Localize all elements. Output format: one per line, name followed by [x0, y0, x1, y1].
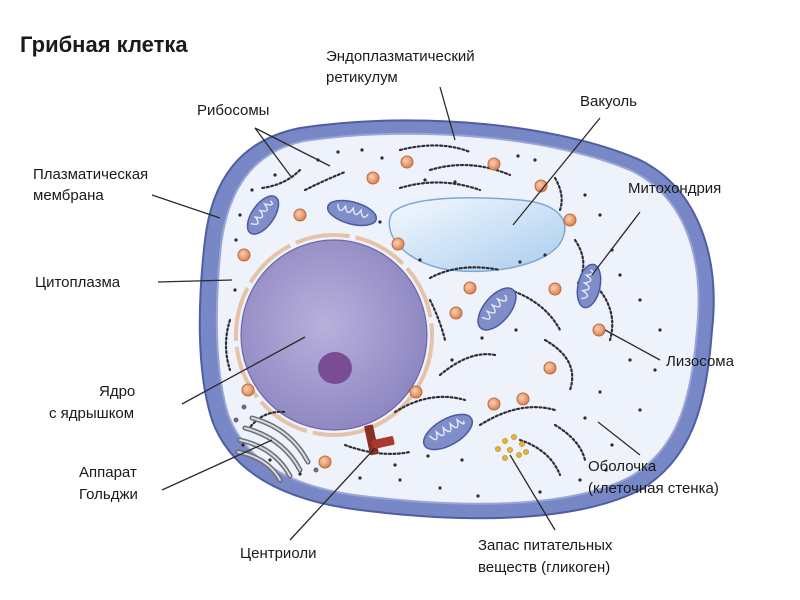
- lysosome: [549, 283, 561, 295]
- lysosome: [450, 307, 462, 319]
- lysosome: [564, 214, 576, 226]
- label-glycogen-line1: Запас питательных: [478, 537, 613, 554]
- label-er-line1: Эндоплазматический: [326, 48, 475, 65]
- lysosome: [488, 158, 500, 170]
- lysosome: [294, 209, 306, 221]
- label-wall-line2: (клеточная стенка): [588, 480, 719, 497]
- nucleolus: [318, 352, 352, 384]
- lysosome: [367, 172, 379, 184]
- label-golgi-line2: Гольджи: [79, 486, 138, 503]
- lysosome: [593, 324, 605, 336]
- lysosome: [319, 456, 331, 468]
- label-mitochondrion: Митохондрия: [628, 180, 721, 197]
- label-membrane-line2: мембрана: [33, 187, 104, 204]
- nucleus: [236, 235, 432, 435]
- lysosome: [464, 282, 476, 294]
- lysosome: [242, 384, 254, 396]
- lysosome: [401, 156, 413, 168]
- lysosome: [410, 386, 422, 398]
- label-centrioles: Центриоли: [240, 545, 316, 562]
- lysosome: [392, 238, 404, 250]
- lysosome: [238, 249, 250, 261]
- label-glycogen-line2: веществ (гликоген): [478, 559, 610, 576]
- label-vacuole: Вакуоль: [580, 93, 637, 110]
- lysosome: [544, 362, 556, 374]
- label-nucleus-line2: с ядрышком: [49, 405, 134, 422]
- label-cytoplasm: Цитоплазма: [35, 274, 121, 291]
- label-wall-line1: Оболочка: [588, 458, 657, 475]
- label-golgi-line1: Аппарат: [79, 464, 137, 481]
- label-er-line2: ретикулум: [326, 69, 398, 86]
- label-ribosomes: Рибосомы: [197, 102, 269, 119]
- lysosome: [488, 398, 500, 410]
- lysosome: [517, 393, 529, 405]
- label-nucleus-line1: Ядро: [99, 383, 135, 400]
- label-lysosome: Лизосома: [666, 353, 735, 370]
- diagram-title: Грибная клетка: [20, 32, 188, 57]
- label-membrane-line1: Плазматическая: [33, 166, 148, 183]
